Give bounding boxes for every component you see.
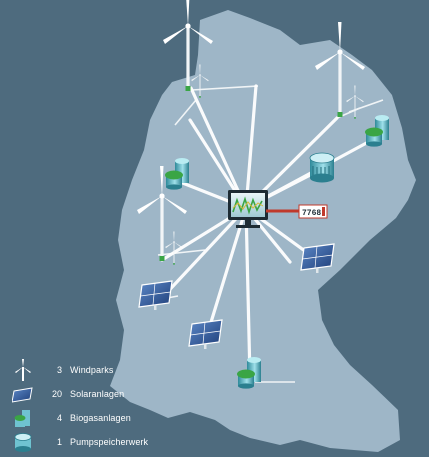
- legend-count: 20: [51, 389, 62, 399]
- legend-count: 4: [56, 413, 62, 423]
- pumped-storage-icon: [14, 433, 32, 452]
- meter-reading: 7768: [302, 209, 321, 218]
- legend-item-windparks: 3 Windparks: [12, 358, 212, 382]
- legend-label: Pumpspeicherwerk: [70, 437, 149, 447]
- pumped-storage-icon: [309, 152, 335, 183]
- legend: 3 Windparks 20 Solaranlagen 4 Biogasanla…: [12, 358, 212, 454]
- legend-item-biogasanlagen: 4 Biogasanlagen: [12, 406, 212, 430]
- legend-label: Solaranlagen: [70, 389, 125, 399]
- wind-turbine-icon: [15, 359, 31, 381]
- biogas-plant-icon: [14, 410, 30, 427]
- energy-meter-icon: 7768: [298, 204, 328, 219]
- legend-label: Windparks: [70, 365, 114, 375]
- legend-item-solaranlagen: 20 Solaranlagen: [12, 382, 212, 406]
- solar-panel-icon: [12, 387, 33, 403]
- legend-count: 3: [56, 365, 62, 375]
- legend-item-pumpspeicherwerk: 1 Pumpspeicherwerk: [12, 430, 212, 454]
- control-monitor-icon: [228, 190, 268, 228]
- legend-label: Biogasanlagen: [70, 413, 131, 423]
- legend-count: 1: [56, 437, 62, 447]
